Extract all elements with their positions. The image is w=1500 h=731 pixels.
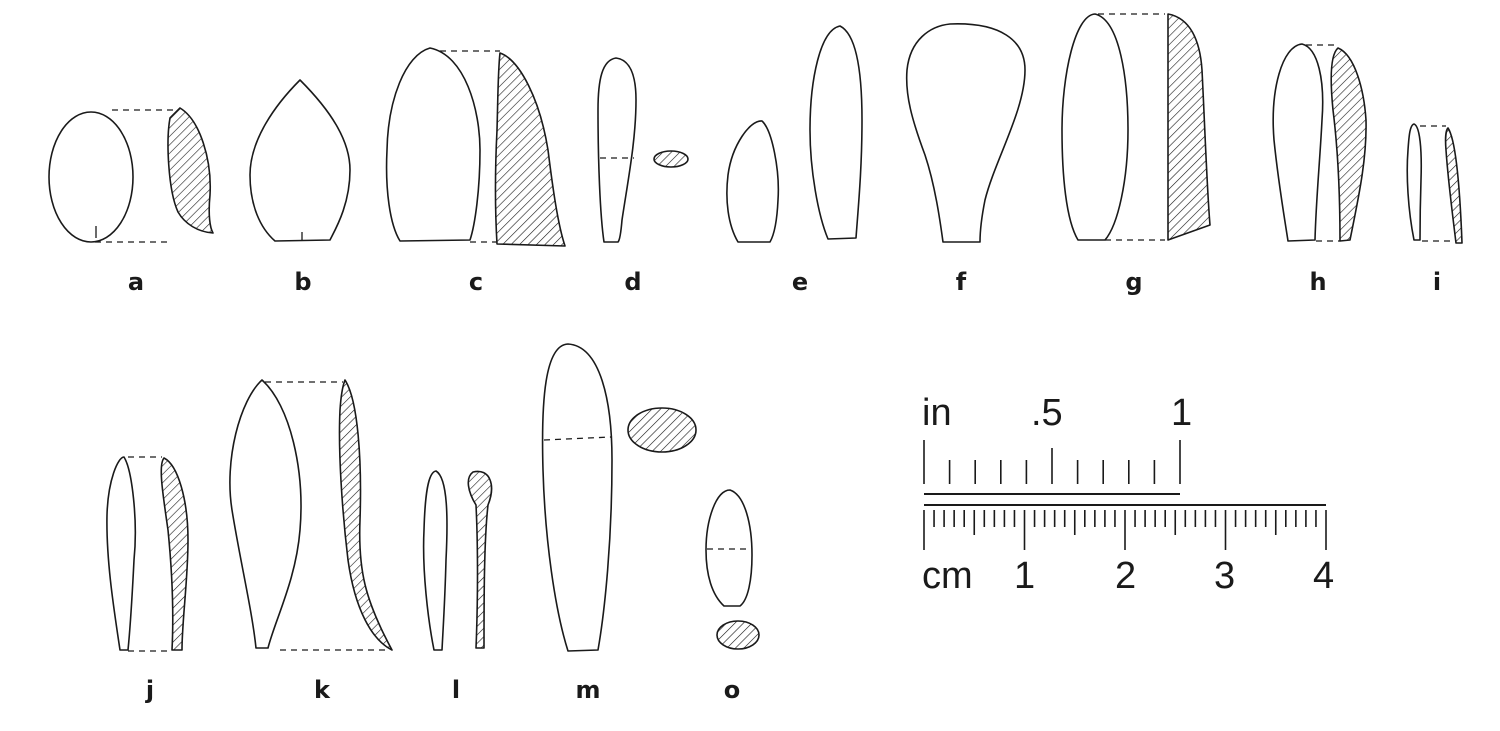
artifact-g (1061, 13, 1211, 241)
artifact-e (726, 25, 863, 243)
artifact-i-section (1444, 127, 1463, 244)
artifact-o-section (716, 620, 760, 650)
artifact-g-section (1167, 13, 1211, 241)
scale-cm-unit: cm (922, 555, 973, 597)
artifact-m-section (627, 407, 697, 453)
label-h: h (1309, 268, 1326, 296)
label-i: i (1433, 268, 1441, 296)
artifact-m-section-line (543, 436, 612, 441)
artifact-l-section (467, 470, 493, 649)
label-b: b (294, 268, 311, 296)
artifact-l-face (422, 470, 448, 651)
scale-inch-half: .5 (1031, 392, 1063, 434)
artifact-o (705, 489, 760, 650)
artifact-c (385, 47, 566, 247)
artifact-b-face (249, 79, 351, 242)
artifact-k-section (338, 379, 393, 651)
scale-inch-unit: in (922, 392, 952, 434)
artifact-d-section (653, 150, 689, 168)
label-l: l (452, 676, 460, 704)
label-a: a (128, 268, 144, 296)
scale-cm-label-2: 2 (1115, 555, 1136, 597)
label-f: f (956, 268, 967, 296)
label-e: e (792, 268, 808, 296)
artifact-d (597, 57, 689, 243)
scale-bar: in .5 1 cm 1 2 3 4 (922, 392, 1334, 597)
artifact-h-section (1330, 47, 1367, 242)
artifact-g-face (1061, 13, 1129, 241)
artifact-m-face (541, 343, 613, 652)
artifact-l (422, 470, 493, 651)
artifact-f-face (905, 23, 1026, 243)
scale-cm-label-3: 3 (1214, 555, 1235, 597)
label-d: d (624, 268, 641, 296)
artifact-h (1272, 43, 1367, 242)
artifact-c-section (494, 52, 566, 247)
artifact-a-face (48, 111, 134, 243)
label-c: c (469, 268, 483, 296)
artifact-k (229, 379, 393, 651)
label-o: o (724, 676, 741, 704)
scale-cm-label-1: 1 (1014, 555, 1035, 597)
label-j: j (145, 676, 154, 704)
artifact-k-face (229, 379, 302, 649)
artifact-i (1406, 123, 1463, 244)
figure-labels: a b c d e f g h i j k l m o (128, 268, 1441, 704)
artifact-a-section (167, 107, 214, 234)
scale-cm-label-4: 4 (1313, 555, 1334, 597)
artifact-h-face (1272, 43, 1324, 242)
scale-inch-one: 1 (1171, 392, 1192, 434)
artifact-j (106, 456, 189, 652)
artifact-b (249, 79, 351, 242)
artifact-f (905, 23, 1026, 243)
artifact-e-face (809, 25, 863, 240)
artifact-a (48, 107, 214, 243)
artifact-e-small-view (726, 120, 780, 243)
label-m: m (575, 676, 600, 704)
artifact-j-face (106, 456, 137, 651)
artifact-i-face (1406, 123, 1423, 241)
scale-cm-ticks (923, 510, 1327, 550)
scale-inch-ticks (923, 440, 1181, 484)
label-k: k (314, 676, 331, 704)
label-g: g (1125, 268, 1142, 296)
artifact-c-face (385, 47, 481, 242)
artifact-d-face (597, 57, 637, 243)
artifact-m (541, 343, 697, 652)
artifact-o-face (705, 489, 753, 607)
artifact-j-section (160, 457, 189, 651)
